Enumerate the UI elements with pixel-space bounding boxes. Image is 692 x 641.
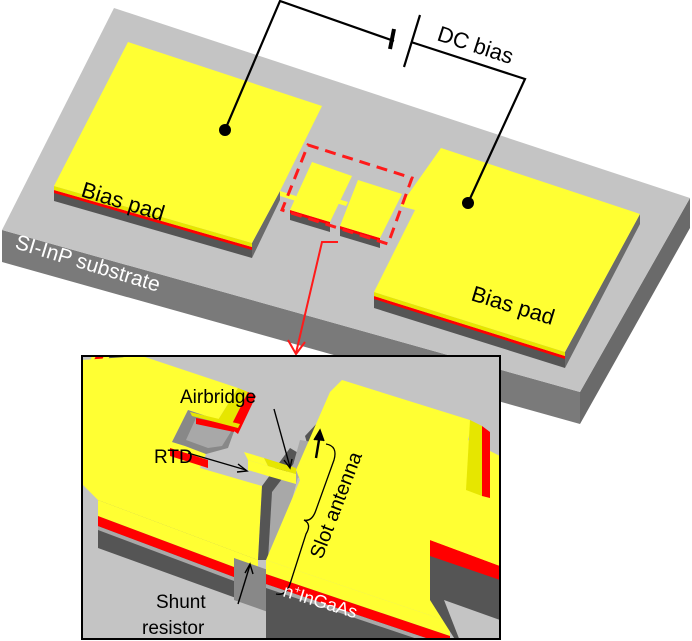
- resistor-label: resistor: [142, 618, 205, 639]
- contact-dot-right-icon: [462, 197, 474, 209]
- battery-short-plate: [388, 28, 396, 50]
- dc-bias-wiring: [219, 0, 527, 209]
- airbridge-label: Airbridge: [180, 387, 256, 408]
- battery-long-plate: [402, 14, 422, 68]
- rtd-label: RTD: [154, 447, 193, 468]
- highlight-box: [280, 143, 414, 246]
- bias-pad-right: [374, 148, 640, 368]
- inset-zoom: [81, 355, 501, 640]
- shunt-label: Shunt: [156, 592, 206, 613]
- arrow-down-icon: [287, 241, 338, 356]
- dc-bias-label: DC bias: [434, 21, 516, 69]
- contact-dot-left-icon: [219, 124, 231, 136]
- bias-pad-left: [54, 42, 322, 258]
